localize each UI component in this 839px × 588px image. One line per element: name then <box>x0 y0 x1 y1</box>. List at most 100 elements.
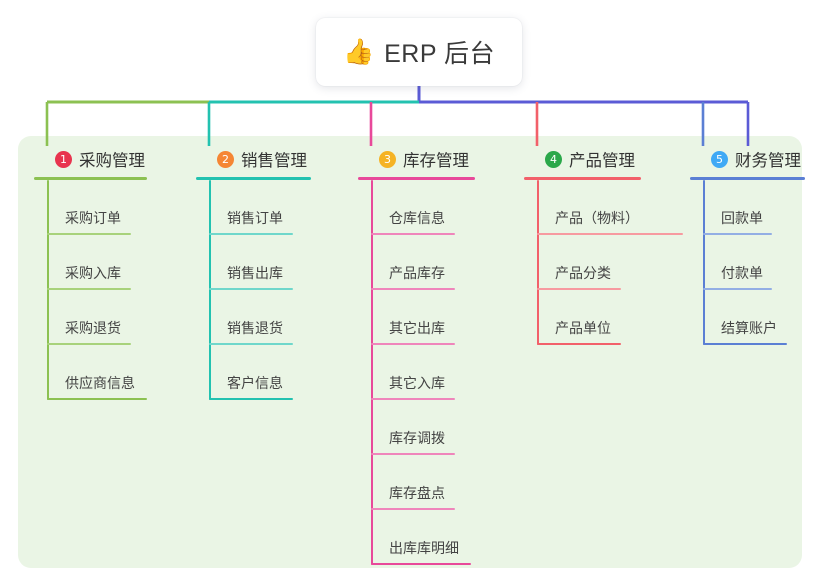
leaf-item-rule <box>703 233 772 235</box>
branch-badge-4: 4 <box>545 150 562 168</box>
leaf-item-rule <box>47 398 147 400</box>
branch-header-3[interactable]: 3 库存管理 <box>358 146 475 172</box>
leaf-item-label: 销售订单 <box>227 210 283 226</box>
leaf-item-label: 产品（物料） <box>555 210 639 226</box>
leaf-item[interactable]: 出库库明细 <box>358 510 475 565</box>
leaf-item-label: 其它出库 <box>389 320 445 336</box>
branch-spine-4 <box>537 180 539 345</box>
leaf-item[interactable]: 产品（物料） <box>524 180 683 235</box>
branch-spine-5 <box>703 180 705 345</box>
leaf-item[interactable]: 供应商信息 <box>34 345 147 400</box>
leaf-item[interactable]: 产品分类 <box>524 235 641 290</box>
leaf-item-rule <box>371 233 455 235</box>
leaf-item-label: 客户信息 <box>227 375 283 391</box>
leaf-item-rule <box>371 453 455 455</box>
leaf-item-rule <box>371 563 471 565</box>
leaf-item-label: 产品库存 <box>389 265 445 281</box>
branch-spine-2 <box>209 180 211 400</box>
leaf-item-rule <box>537 343 621 345</box>
leaf-item-label: 库存调拨 <box>389 430 445 446</box>
leaf-item[interactable]: 结算账户 <box>690 290 805 345</box>
branch-header-4[interactable]: 4 产品管理 <box>524 146 641 172</box>
branch-header-2[interactable]: 2 销售管理 <box>196 146 311 172</box>
branch-badge-2: 2 <box>217 150 234 168</box>
branch-header-1[interactable]: 1 采购管理 <box>34 146 147 172</box>
leaf-item[interactable]: 仓库信息 <box>358 180 475 235</box>
leaf-item-label: 库存盘点 <box>389 485 445 501</box>
leaf-item-label: 销售退货 <box>227 320 283 336</box>
root-node[interactable]: 👍 ERP 后台 <box>316 18 522 86</box>
branch-column-1: 1 采购管理采购订单采购入库采购退货供应商信息 <box>34 146 147 400</box>
branch-title-5: 财务管理 <box>735 152 801 170</box>
branch-header-rule-5 <box>690 177 805 180</box>
leaf-item-rule <box>371 398 455 400</box>
leaf-item-label: 产品单位 <box>555 320 611 336</box>
leaf-item[interactable]: 库存盘点 <box>358 455 475 510</box>
leaf-item-rule <box>371 343 455 345</box>
leaf-item-label: 付款单 <box>721 265 763 281</box>
leaf-item-label: 出库库明细 <box>389 540 459 556</box>
thumbs-up-icon: 👍 <box>342 37 375 66</box>
leaf-item-label: 供应商信息 <box>65 375 135 391</box>
branch-item-list-3: 仓库信息产品库存其它出库其它入库库存调拨库存盘点出库库明细 <box>358 180 475 565</box>
branch-header-rule-3 <box>358 177 475 180</box>
leaf-item-rule <box>703 343 787 345</box>
leaf-item-label: 采购入库 <box>65 265 121 281</box>
leaf-item-rule <box>209 343 293 345</box>
leaf-item-label: 采购订单 <box>65 210 121 226</box>
leaf-item-rule <box>537 288 621 290</box>
branch-title-2: 销售管理 <box>241 152 307 170</box>
root-node-label: ERP 后台 <box>384 40 496 68</box>
branch-item-list-4: 产品（物料） 产品分类产品单位 <box>524 180 683 345</box>
leaf-item-label: 销售出库 <box>227 265 283 281</box>
leaf-item[interactable]: 产品库存 <box>358 235 475 290</box>
branch-column-3: 3 库存管理仓库信息产品库存其它出库其它入库库存调拨库存盘点出库库明细 <box>358 146 475 565</box>
leaf-item[interactable]: 销售退货 <box>196 290 311 345</box>
branch-column-4: 4 产品管理产品（物料） 产品分类产品单位 <box>524 146 683 345</box>
branch-title-4: 产品管理 <box>569 152 635 170</box>
leaf-item[interactable]: 库存调拨 <box>358 400 475 455</box>
branch-header-rule-2 <box>196 177 311 180</box>
leaf-item-rule <box>537 233 683 235</box>
leaf-item-rule <box>209 398 293 400</box>
leaf-item[interactable]: 采购入库 <box>34 235 147 290</box>
leaf-item[interactable]: 其它入库 <box>358 345 475 400</box>
leaf-item-rule <box>371 288 455 290</box>
leaf-item[interactable]: 销售出库 <box>196 235 311 290</box>
branch-badge-1: 1 <box>55 150 72 168</box>
leaf-item-label: 仓库信息 <box>389 210 445 226</box>
leaf-item[interactable]: 销售订单 <box>196 180 311 235</box>
leaf-item-rule <box>209 233 293 235</box>
leaf-item[interactable]: 采购退货 <box>34 290 147 345</box>
leaf-item-rule <box>703 288 772 290</box>
branch-badge-5: 5 <box>711 150 728 168</box>
leaf-item-rule <box>47 288 131 290</box>
leaf-item-label: 回款单 <box>721 210 763 226</box>
branch-column-5: 5 财务管理回款单付款单结算账户 <box>690 146 805 345</box>
leaf-item[interactable]: 其它出库 <box>358 290 475 345</box>
branch-title-1: 采购管理 <box>79 152 145 170</box>
leaf-item[interactable]: 产品单位 <box>524 290 641 345</box>
branch-header-rule-1 <box>34 177 147 180</box>
branch-title-3: 库存管理 <box>403 152 469 170</box>
leaf-item-rule <box>47 343 131 345</box>
leaf-item[interactable]: 付款单 <box>690 235 805 290</box>
branch-badge-3: 3 <box>379 150 396 168</box>
leaf-item[interactable]: 客户信息 <box>196 345 311 400</box>
diagram-background-panel <box>18 136 802 568</box>
branch-header-rule-4 <box>524 177 641 180</box>
branch-header-5[interactable]: 5 财务管理 <box>690 146 805 172</box>
branch-spine-1 <box>47 180 49 400</box>
branch-item-list-1: 采购订单采购入库采购退货供应商信息 <box>34 180 147 400</box>
leaf-item-rule <box>47 233 131 235</box>
branch-column-2: 2 销售管理销售订单销售出库销售退货客户信息 <box>196 146 311 400</box>
leaf-item-label: 结算账户 <box>721 320 777 336</box>
branch-spine-3 <box>371 180 373 565</box>
leaf-item-label: 其它入库 <box>389 375 445 391</box>
leaf-item[interactable]: 回款单 <box>690 180 805 235</box>
leaf-item-rule <box>209 288 293 290</box>
leaf-item[interactable]: 采购订单 <box>34 180 147 235</box>
leaf-item-label: 产品分类 <box>555 265 611 281</box>
